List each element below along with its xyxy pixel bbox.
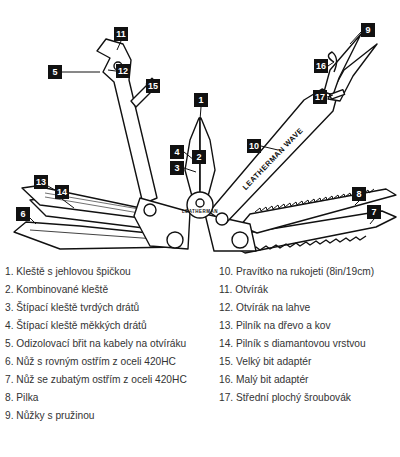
callout-number: 4 bbox=[174, 148, 179, 157]
plier-pivot bbox=[187, 192, 213, 218]
callout-number: 7 bbox=[371, 208, 376, 217]
left-handle bbox=[134, 198, 190, 249]
brand-text: LEATHERMAN bbox=[182, 209, 218, 216]
callout-number: 13 bbox=[36, 178, 46, 187]
leader-line bbox=[184, 168, 196, 172]
callout-box: 1 bbox=[194, 93, 208, 107]
opener-arm bbox=[97, 39, 157, 204]
leader-line bbox=[62, 72, 100, 73]
part-list-item: 17. Střední plochý šroubovák bbox=[219, 392, 351, 404]
callout-box: 14 bbox=[55, 185, 69, 199]
part-list-item: 12. Otvírák na lahve bbox=[219, 302, 310, 314]
callout-number: 10 bbox=[249, 142, 259, 151]
leader-line bbox=[62, 199, 74, 208]
flat-screwdriver bbox=[330, 90, 345, 99]
callout-box: 4 bbox=[170, 145, 184, 159]
part-list-item: 1. Kleště s jehlovou špičkou bbox=[5, 266, 131, 278]
leader-line bbox=[370, 219, 374, 224]
leader-line bbox=[108, 70, 116, 71]
callout-number: 17 bbox=[315, 93, 325, 102]
leader-line bbox=[200, 107, 201, 120]
callout-number: 9 bbox=[365, 26, 370, 35]
callout-box: 9 bbox=[361, 23, 375, 37]
callout-number: 11 bbox=[116, 30, 126, 39]
part-list-item: 13. Pilník na dřevo a kov bbox=[219, 320, 331, 332]
leader-line bbox=[327, 95, 333, 97]
callout-box: 17 bbox=[313, 90, 327, 104]
callout-box: 5 bbox=[48, 65, 62, 79]
callout-box: 16 bbox=[314, 59, 328, 73]
callout-number: 5 bbox=[52, 68, 57, 77]
leader-line bbox=[350, 32, 361, 44]
callout-number: 8 bbox=[356, 190, 361, 199]
part-list-item: 16. Malý bit adaptér bbox=[219, 374, 308, 386]
scissor-spring bbox=[328, 52, 336, 72]
pivot-screw bbox=[196, 199, 204, 207]
part-list-item: 4. Štípací kleště měkkých drátů bbox=[5, 320, 147, 332]
callout-box: 10 bbox=[247, 139, 261, 153]
callout-box: 6 bbox=[16, 207, 30, 221]
right-handle bbox=[209, 89, 337, 223]
saw-blade bbox=[240, 189, 396, 233]
callout-box: 7 bbox=[367, 205, 381, 219]
leader-line bbox=[355, 201, 359, 205]
part-list-item: 8. Pilka bbox=[5, 392, 38, 404]
part-list-item: 9. Nůžky s pružinou bbox=[5, 410, 94, 422]
leader-line bbox=[328, 62, 334, 66]
leader-line bbox=[30, 218, 36, 224]
pivot-screw bbox=[167, 232, 183, 248]
callout-number: 6 bbox=[20, 210, 25, 219]
callout-box: 15 bbox=[146, 79, 160, 93]
serration-edge bbox=[250, 236, 366, 251]
part-list-item: 14. Pilník s diamantovou vrstvou bbox=[219, 338, 366, 350]
callout-box: 11 bbox=[114, 27, 128, 41]
callout-number: 3 bbox=[174, 164, 179, 173]
callout-box: 8 bbox=[352, 187, 366, 201]
callout-number: 16 bbox=[316, 62, 326, 71]
callout-number: 1 bbox=[198, 96, 203, 105]
part-list-item: 5. Odizolovací břit na kabely na otvírák… bbox=[5, 338, 186, 350]
callout-number: 14 bbox=[57, 188, 67, 197]
part-list-item: 2. Kombinované kleště bbox=[5, 284, 108, 296]
callout-box: 12 bbox=[116, 64, 130, 78]
part-list-item: 6. Nůž s rovným ostřím z oceli 420HC bbox=[5, 356, 176, 368]
right-handle-base bbox=[205, 214, 256, 251]
pivot-screw bbox=[232, 232, 248, 248]
leader-line bbox=[117, 41, 121, 50]
callout-number: 2 bbox=[196, 153, 201, 162]
part-list-item: 7. Nůž se zubatým ostřím z oceli 420HC bbox=[5, 374, 187, 386]
pivot-screw bbox=[216, 213, 228, 225]
scissor-blade bbox=[324, 34, 361, 95]
pivot-screw bbox=[144, 204, 156, 216]
part-list-item: 15. Velký bit adaptér bbox=[219, 356, 311, 368]
callout-box: 2 bbox=[192, 150, 206, 164]
callout-number: 12 bbox=[118, 67, 128, 76]
callout-number: 15 bbox=[148, 82, 158, 91]
part-list-item: 11. Otvírák bbox=[219, 284, 268, 296]
part-list-item: 10. Pravítko na rukojeti (8in/19cm) bbox=[219, 266, 374, 278]
part-list-item: 3. Štípací kleště tvrdých drátů bbox=[5, 302, 139, 314]
callout-box: 13 bbox=[34, 175, 48, 189]
callout-box: 3 bbox=[170, 161, 184, 175]
